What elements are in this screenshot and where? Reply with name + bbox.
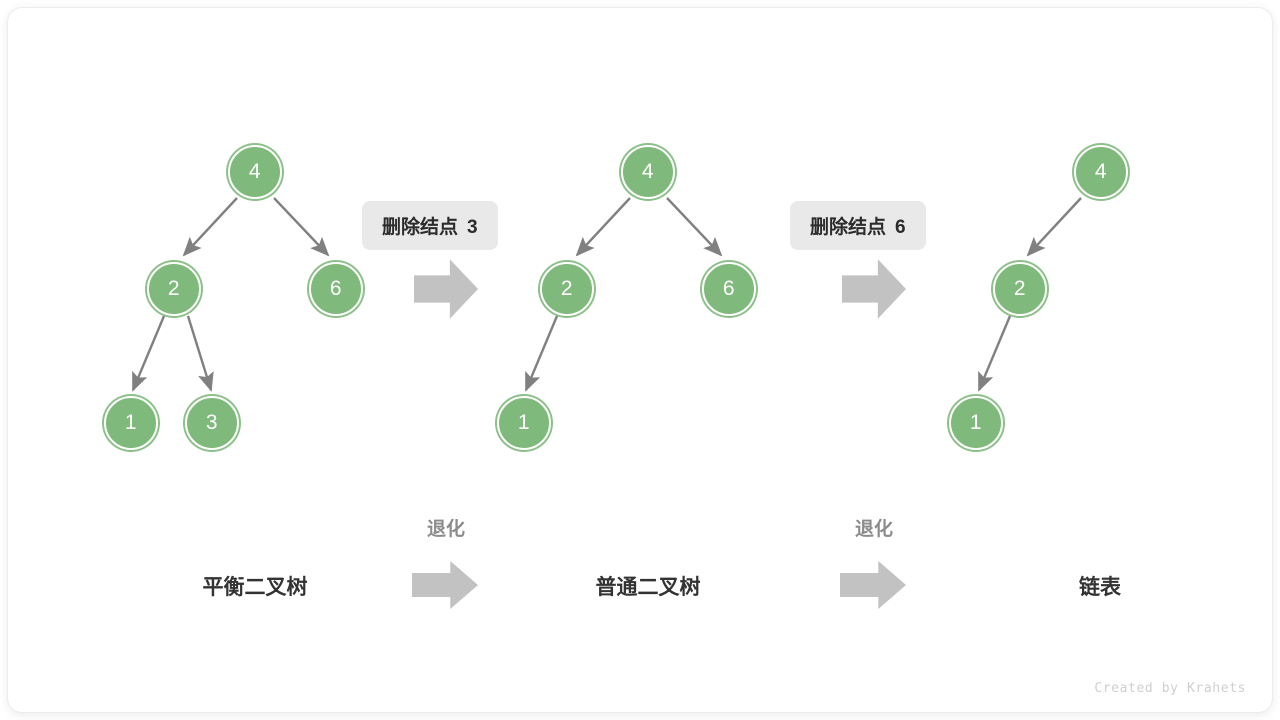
operation-value: 3 [467,217,478,238]
tree-node[interactable]: 1 [949,396,1003,450]
operation-label: 删除结点 [810,217,887,238]
tree-node[interactable]: 6 [702,262,756,316]
degradation-label: 退化 [854,519,893,540]
caption-linked-list: 链表 [1079,576,1121,599]
transition-arrow-icon [842,259,906,319]
edge-t3-2-1 [977,315,1012,392]
caption-ordinary-tree: 普通二叉树 [595,576,701,599]
tree-edges-layer [131,197,1082,392]
degradation-arrow-icon [412,561,478,609]
edge-t2-4-2 [575,197,631,257]
diagram-card: 4 2 6 1 3 4 2 6 1 4 2 1 删除结点 3 删除结点 6 退化 退… [8,8,1272,712]
degradation-arrow-icon [840,561,906,609]
edge-t2-4-6 [666,197,723,257]
degradation-label: 退化 [426,519,465,540]
transition-arrow-icon [414,259,478,319]
operation-value: 6 [895,217,906,238]
edge-t1-4-2 [182,197,238,257]
tree-node[interactable]: 6 [309,262,363,316]
edge-t1-2-1 [131,315,166,392]
tree-node[interactable]: 4 [621,145,675,199]
tree-node[interactable]: 1 [104,396,158,450]
edge-t1-2-3 [186,315,214,392]
credit-text: Created by Krahets [1094,681,1246,696]
tree-node[interactable]: 1 [497,396,551,450]
edge-t1-4-6 [273,197,330,257]
edge-t2-2-1 [524,315,559,392]
operation-chip-delete-6: 删除结点 6 [790,201,926,250]
tree-node[interactable]: 2 [540,262,594,316]
tree-node[interactable]: 4 [228,145,282,199]
caption-balanced-tree: 平衡二叉树 [202,576,308,599]
edge-t3-4-2 [1026,197,1082,257]
tree-node[interactable]: 3 [185,396,239,450]
tree-node[interactable]: 4 [1074,145,1128,199]
diagram-stage: 4 2 6 1 3 4 2 6 1 4 2 1 删除结点 3 删除结点 6 退化 退… [8,8,1272,712]
operation-chip-delete-3: 删除结点 3 [362,201,498,250]
tree-node[interactable]: 2 [993,262,1047,316]
operation-label: 删除结点 [382,217,459,238]
tree-node[interactable]: 2 [147,262,201,316]
